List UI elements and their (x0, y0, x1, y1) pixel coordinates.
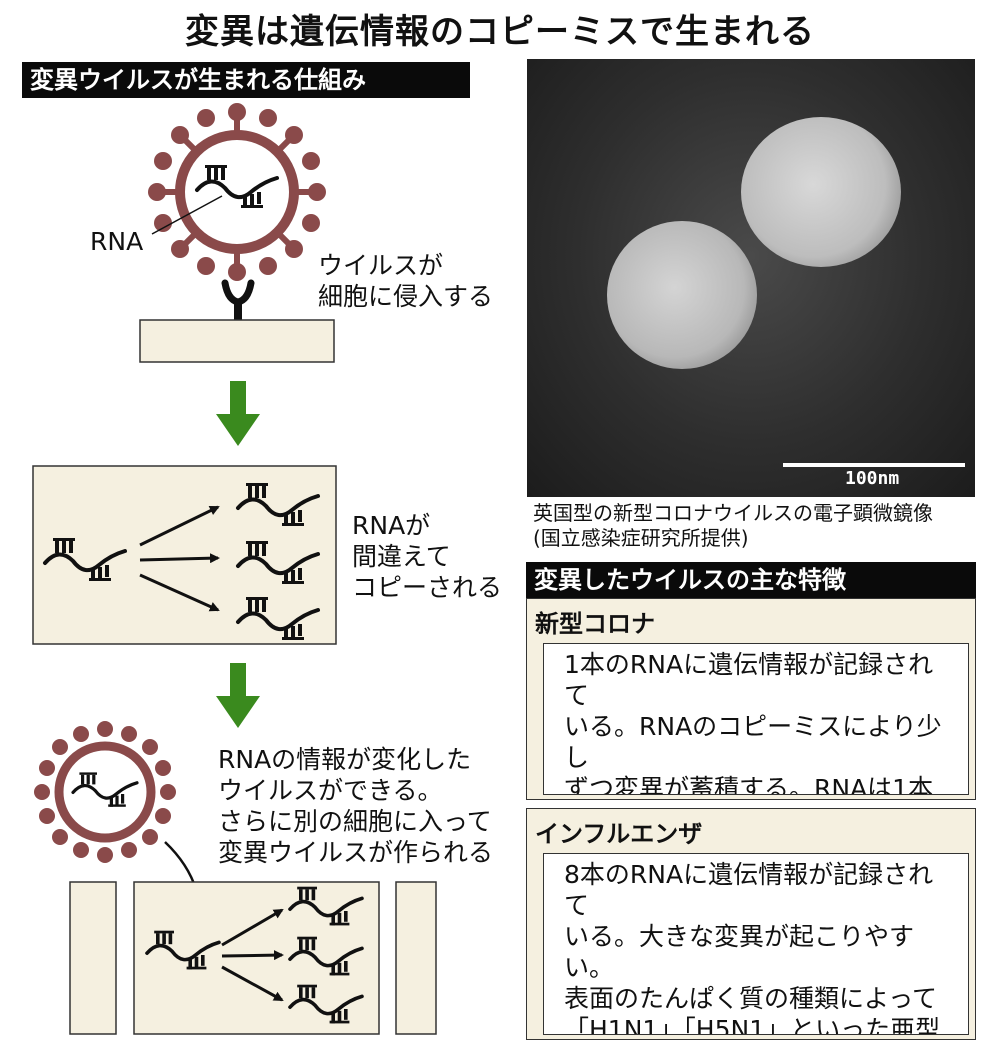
green-down-arrow (216, 663, 260, 728)
copy-arrows (139, 505, 220, 612)
caption-line: (国立感染症研究所提供) (533, 526, 749, 550)
step3-line: さらに別の細胞に入って (218, 807, 492, 836)
green-down-arrow (216, 381, 260, 446)
scale-bar (783, 463, 965, 467)
neighbor-cell (69, 881, 117, 1035)
copy-arrows (221, 908, 284, 1002)
receptor-icon (221, 279, 255, 320)
panel-title: 新型コロナ (535, 610, 655, 638)
features-heading: 変異したウイルスの主な特徴 (526, 562, 976, 598)
step1-line: ウイルスが (318, 251, 444, 280)
caption-line: 英国型の新型コロナウイルスの電子顕微鏡像 (533, 501, 933, 525)
virion-particle (741, 117, 901, 267)
mutated-virus-particle (34, 721, 176, 863)
rna-pointer-line (151, 195, 223, 235)
feature-panel-corona: 新型コロナ 1本のRNAに遺伝情報が記録されて いる。RNAのコピーミスにより少… (526, 598, 976, 800)
panel-body: 1本のRNAに遺伝情報が記録されて いる。RNAのコピーミスにより少し ずつ変異… (543, 643, 969, 795)
virus-particle (148, 103, 326, 281)
feature-panel-influenza: インフルエンザ 8本のRNAに遺伝情報が記録されて いる。大きな変異が起こりやす… (526, 808, 976, 1040)
step2-text: RNAが 間違えて コピーされる (352, 510, 502, 603)
step3-line: 変異ウイルスが作られる (218, 838, 494, 867)
page-title: 変異は遺伝情報のコピーミスで生まれる (185, 12, 815, 52)
mechanism-heading: 変異ウイルスが生まれる仕組み (22, 62, 470, 98)
virion-particle (607, 221, 757, 369)
step1-text: ウイルスが 細胞に侵入する (318, 250, 493, 312)
step3-line: ウイルスができる。 (218, 776, 443, 805)
step2-line: コピーされる (352, 573, 503, 602)
panel-title: インフルエンザ (535, 820, 703, 848)
photo-caption: 英国型の新型コロナウイルスの電子顕微鏡像 (国立感染症研究所提供) (533, 501, 933, 551)
electron-micrograph: 100nm (527, 59, 975, 497)
step3-text: RNAの情報が変化した ウイルスができる。 さらに別の細胞に入って 変異ウイルス… (218, 744, 493, 868)
mechanism-diagram (32, 103, 437, 1035)
panel-body: 8本のRNAに遺伝情報が記録されて いる。大きな変異が起こりやすい。 表面のたん… (543, 853, 969, 1035)
step2-line: 間違えて (352, 542, 451, 571)
rna-label: RNA (90, 227, 144, 256)
scale-label: 100nm (845, 468, 900, 489)
step3-line: RNAの情報が変化した (218, 745, 472, 774)
step1-line: 細胞に侵入する (318, 282, 494, 311)
neighbor-cell (395, 881, 437, 1035)
step2-line: RNAが (352, 511, 431, 540)
replication-cell (32, 465, 337, 645)
host-cell (139, 319, 335, 363)
